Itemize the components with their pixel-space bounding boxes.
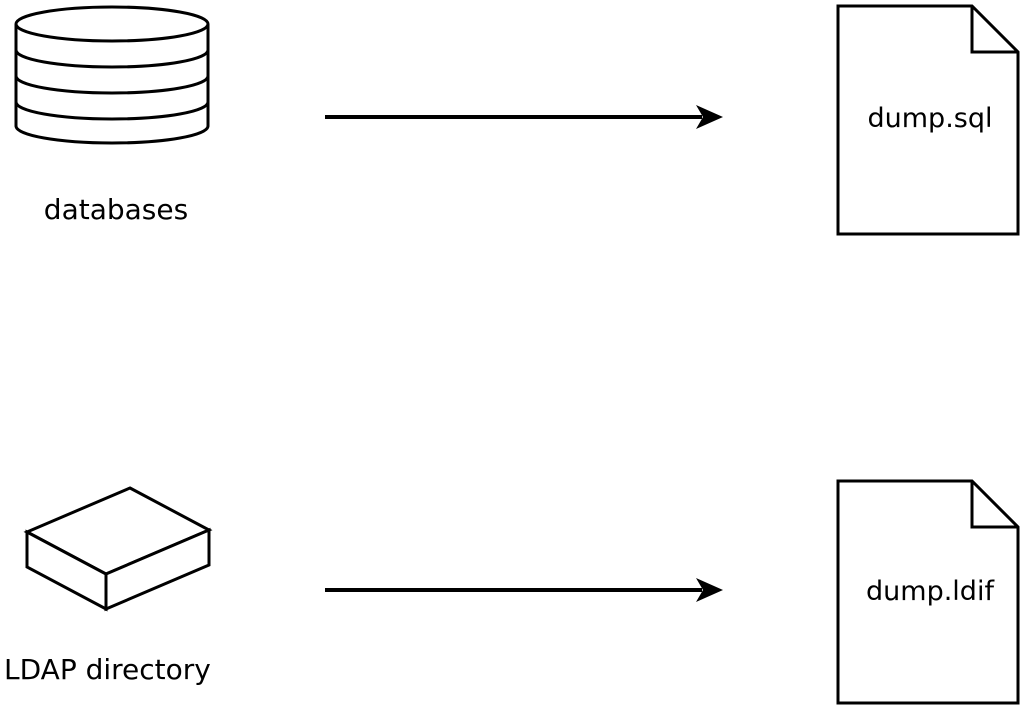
database-disk-line	[14, 101, 210, 121]
arrow-head-icon	[696, 578, 723, 602]
dump-sql-label: dump.sql	[868, 103, 993, 134]
document-outline	[836, 479, 1020, 705]
ldif-document-icon: dump.ldif	[836, 479, 1020, 705]
database-cylinder-icon	[14, 5, 210, 145]
arrow-head-icon	[696, 105, 723, 129]
ldap-directory-label: LDAP directory	[4, 653, 211, 686]
database-disk-line	[14, 49, 210, 69]
document-fold-corner	[970, 6, 1018, 54]
document-outline	[836, 4, 1020, 236]
document-fold-corner	[970, 481, 1018, 529]
dump-ldif-label: dump.ldif	[866, 576, 995, 607]
database-body	[14, 24, 210, 145]
arrow-databases-to-sql	[325, 105, 723, 129]
database-disk-line	[14, 75, 210, 95]
box-3d-icon	[23, 486, 213, 612]
sql-document-icon: dump.sql	[836, 4, 1020, 236]
box-right-face	[104, 527, 211, 612]
databases-label: databases	[44, 193, 188, 226]
database-top-ellipse	[14, 5, 210, 43]
arrow-ldap-to-ldif	[325, 578, 723, 602]
